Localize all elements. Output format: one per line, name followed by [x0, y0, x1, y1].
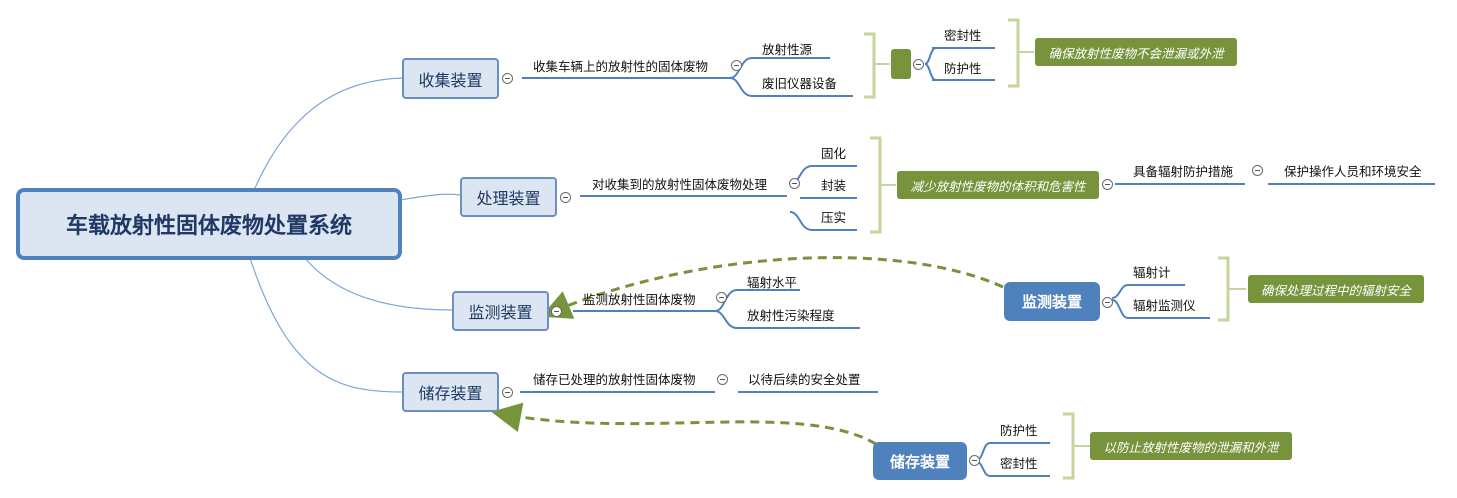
storage-note[interactable]: 以防止放射性废物的泄漏和外泄	[1090, 432, 1292, 460]
storage-float-item[interactable]: 密封性	[1000, 456, 1038, 471]
collapse-toggle[interactable]	[502, 73, 513, 84]
collapse-toggle[interactable]	[969, 455, 980, 466]
collapse-toggle[interactable]	[560, 192, 571, 203]
storage-float-node[interactable]: 储存装置	[873, 442, 967, 480]
process-item[interactable]: 压实	[821, 210, 847, 225]
storage-item[interactable]: 以待后续的安全处置	[748, 372, 861, 387]
collect-node[interactable]: 收集装置	[402, 58, 499, 99]
collect-prop[interactable]: 密封性	[944, 28, 982, 43]
storage-float-item[interactable]: 防护性	[1000, 423, 1038, 438]
collapse-toggle[interactable]	[1102, 297, 1113, 308]
collapse-toggle[interactable]	[789, 178, 800, 189]
collect-note[interactable]: 确保放射性废物不会泄漏或外泄	[1035, 38, 1237, 66]
monitor-desc[interactable]: 监测放射性固体废物	[583, 292, 696, 307]
process-note[interactable]: 减少放射性废物的体积和危害性	[897, 171, 1099, 199]
storage-node[interactable]: 储存装置	[402, 372, 499, 412]
monitor-float-item[interactable]: 辐射计	[1133, 265, 1171, 280]
process-desc[interactable]: 对收集到的放射性固体废物处理	[592, 177, 768, 192]
collapse-toggle[interactable]	[717, 374, 728, 385]
storage-desc[interactable]: 储存已处理的放射性固体废物	[533, 372, 696, 387]
monitor-note[interactable]: 确保处理过程中的辐射安全	[1248, 275, 1424, 303]
process-next2[interactable]: 保护操作人员和环境安全	[1284, 164, 1422, 179]
collapse-toggle[interactable]	[551, 306, 562, 317]
process-item[interactable]: 封装	[821, 178, 847, 193]
collect-prop[interactable]: 防护性	[944, 61, 982, 76]
collapse-toggle[interactable]	[502, 387, 513, 398]
monitor-item[interactable]: 辐射水平	[747, 275, 798, 290]
monitor-node[interactable]: 监测装置	[452, 291, 549, 331]
process-node[interactable]: 处理装置	[460, 177, 557, 217]
collapse-toggle[interactable]	[1252, 165, 1263, 176]
collapse-toggle[interactable]	[1102, 179, 1113, 190]
monitor-item[interactable]: 放射性污染程度	[747, 308, 835, 323]
collect-item[interactable]: 废旧仪器设备	[762, 76, 838, 91]
process-next[interactable]: 具备辐射防护措施	[1133, 164, 1234, 179]
process-item[interactable]: 固化	[821, 146, 847, 161]
collect-desc[interactable]: 收集车辆上的放射性的固体废物	[533, 59, 709, 74]
collapse-toggle[interactable]	[716, 292, 727, 303]
collapse-toggle[interactable]	[913, 59, 924, 70]
collapse-toggle[interactable]	[731, 60, 742, 71]
monitor-float-item[interactable]: 辐射监测仪	[1133, 298, 1196, 313]
collect-group-marker[interactable]	[891, 49, 911, 79]
monitor-float-node[interactable]: 监测装置	[1004, 282, 1100, 321]
collect-item[interactable]: 放射性源	[762, 42, 813, 57]
root-node[interactable]: 车载放射性固体废物处置系统	[16, 188, 402, 260]
